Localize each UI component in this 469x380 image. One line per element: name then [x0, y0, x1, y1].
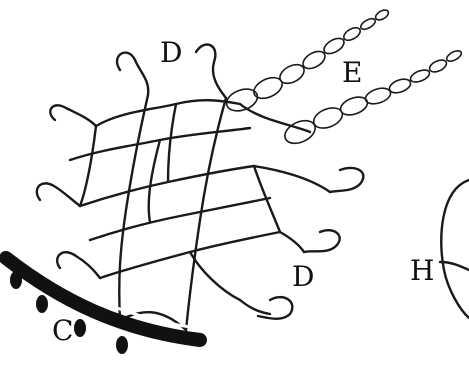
label-e: E — [342, 56, 362, 89]
label-c: C — [52, 314, 73, 347]
curved-bar — [6, 252, 200, 354]
circular-dial-partial — [440, 180, 469, 318]
bead-chain-lower — [281, 49, 463, 148]
label-d-bottom: D — [292, 260, 314, 293]
label-h: H — [410, 254, 434, 287]
label-d-top: D — [160, 36, 182, 69]
